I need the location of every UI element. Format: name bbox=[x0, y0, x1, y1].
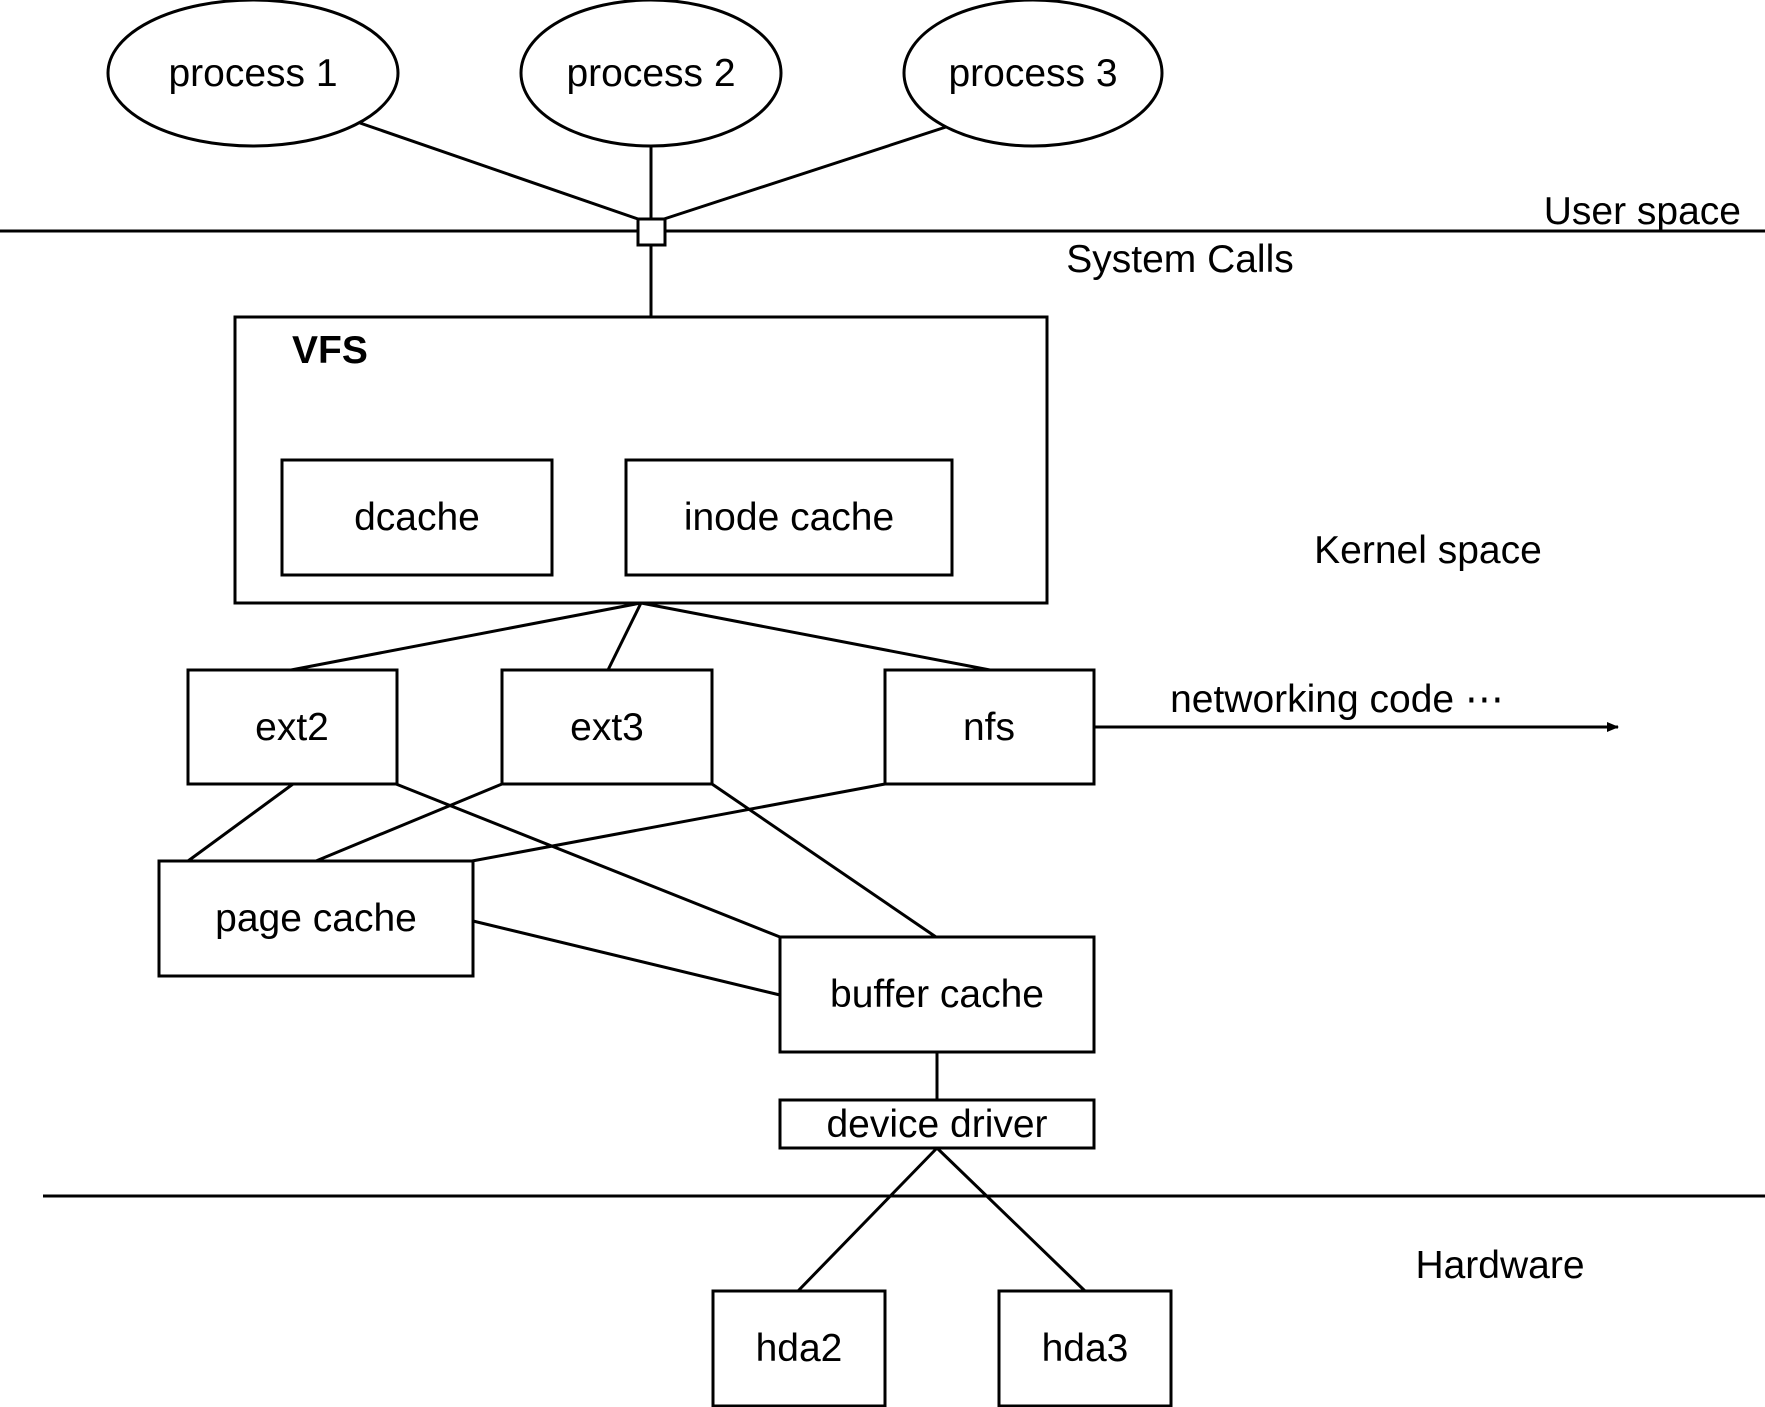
edge-pagecache-buffercache bbox=[472, 919, 781, 997]
buffer-cache-label: buffer cache bbox=[830, 973, 1044, 1016]
ext3-box bbox=[500, 668, 714, 786]
ext2-label: ext2 bbox=[255, 706, 329, 749]
user-space-label: User space bbox=[1544, 190, 1741, 233]
process-node: process 2 bbox=[519, 0, 783, 148]
kernel-space-label: Kernel space bbox=[1314, 529, 1542, 572]
dcache-box bbox=[280, 458, 554, 577]
process-label: process 3 bbox=[948, 52, 1117, 95]
dcache-label: dcache bbox=[354, 496, 480, 539]
hda2-label: hda2 bbox=[756, 1327, 843, 1370]
process-node: process 1 bbox=[106, 0, 400, 148]
edge-vfs-ext2 bbox=[290, 601, 642, 672]
nfs-label: nfs bbox=[963, 706, 1015, 749]
hda2-box bbox=[711, 1289, 887, 1407]
page-cache-box bbox=[157, 859, 475, 978]
device-driver-label: device driver bbox=[826, 1103, 1047, 1146]
inode-cache-label: inode cache bbox=[684, 496, 894, 539]
device-driver-box bbox=[778, 1098, 1096, 1150]
buffer-cache-box bbox=[778, 935, 1096, 1054]
edge-driver-hda3 bbox=[935, 1146, 1087, 1293]
process-node: process 3 bbox=[902, 0, 1164, 148]
edge-vfs-ext3 bbox=[606, 602, 643, 671]
edge-nfs-pagecache bbox=[471, 782, 886, 863]
process-label: process 1 bbox=[168, 52, 337, 95]
page-cache-label: page cache bbox=[215, 897, 417, 940]
networking-code-label: networking code ⋯ bbox=[1170, 678, 1504, 721]
edge-process3-syscall bbox=[663, 125, 947, 221]
hardware-label: Hardware bbox=[1415, 1244, 1584, 1287]
edge-vfs-nfs bbox=[640, 601, 991, 672]
inode-cache-box bbox=[624, 458, 954, 577]
edge-ext3-buffercache bbox=[711, 782, 937, 939]
hda3-box bbox=[997, 1289, 1173, 1407]
vfs-title: VFS bbox=[292, 329, 368, 372]
edge-ext2-pagecache bbox=[187, 782, 294, 863]
edge-process1-syscall bbox=[359, 121, 639, 221]
nfs-box bbox=[883, 668, 1096, 786]
process-label: process 2 bbox=[566, 52, 735, 95]
edge-ext3-pagecache bbox=[315, 782, 503, 863]
ext2-box bbox=[186, 668, 399, 786]
ext3-label: ext3 bbox=[570, 706, 644, 749]
syscall-junction bbox=[636, 217, 667, 247]
system-calls-label: System Calls bbox=[1066, 238, 1294, 281]
hda3-label: hda3 bbox=[1042, 1327, 1129, 1370]
edge-driver-hda2 bbox=[796, 1146, 939, 1293]
edge-ext2-buffercache bbox=[395, 782, 781, 939]
